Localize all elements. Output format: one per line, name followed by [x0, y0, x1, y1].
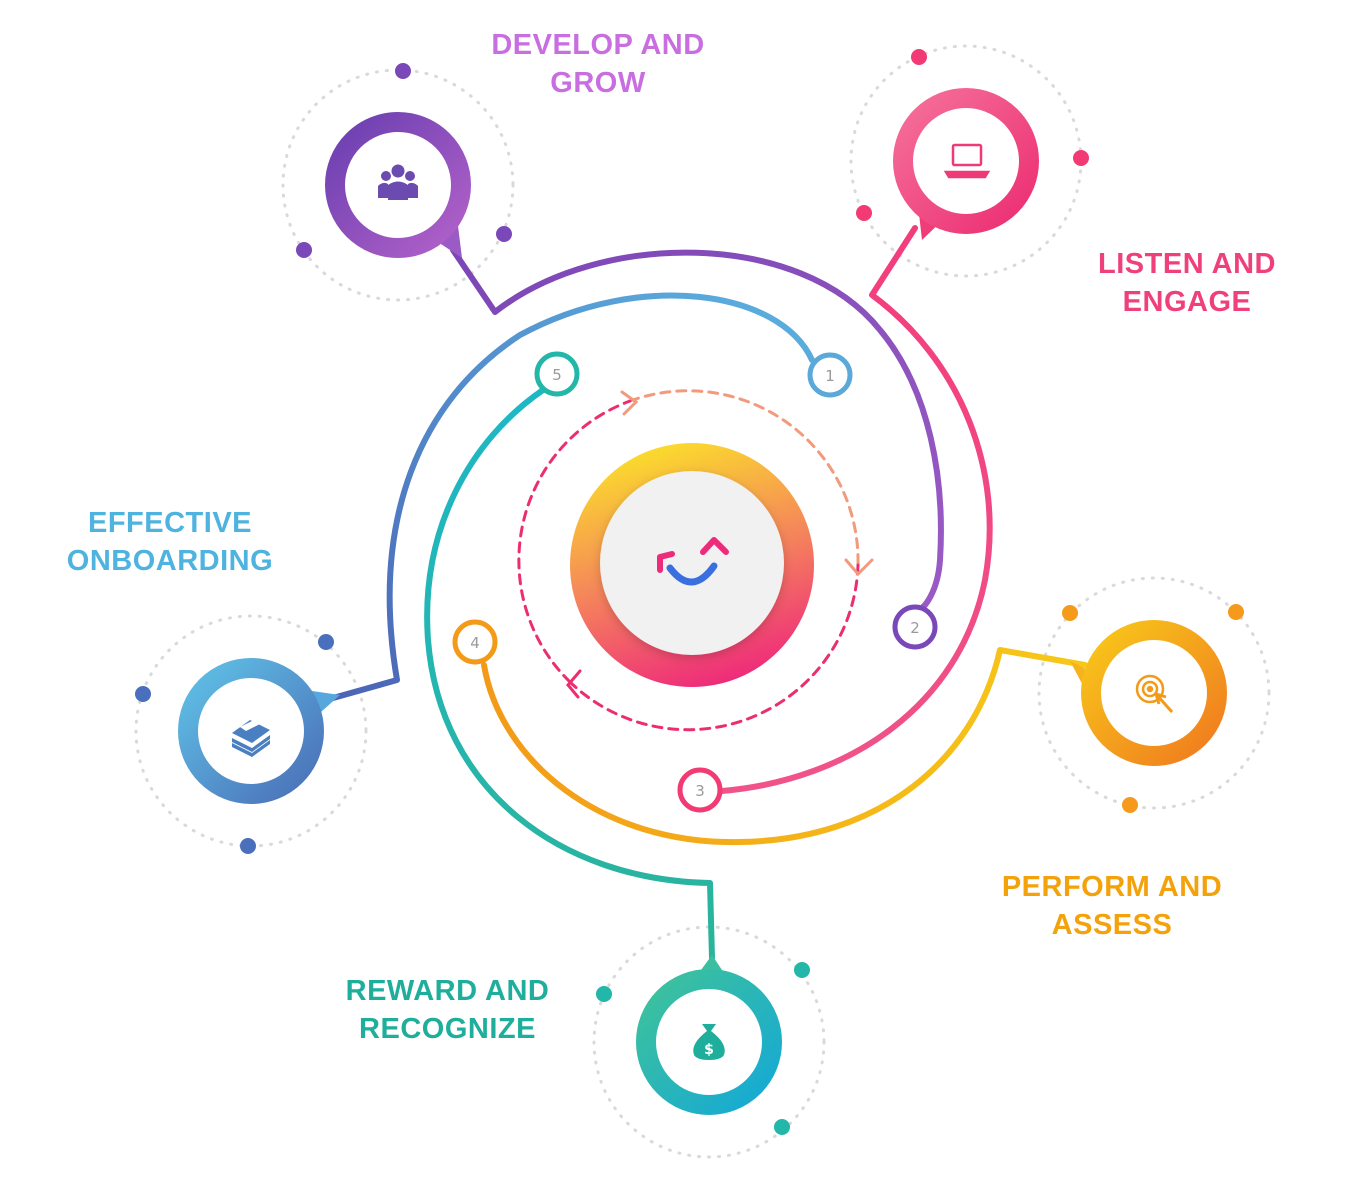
- orbit-dot: [911, 49, 927, 65]
- step-node-5[interactable]: 5: [534, 351, 580, 397]
- dashed-cycle: [517, 389, 874, 732]
- orbit-dot: [794, 962, 810, 978]
- stage-label-develop: DEVELOP AND GROW: [448, 26, 748, 102]
- connector-develop: [450, 247, 944, 615]
- orbit-dot: [135, 686, 151, 702]
- stage-label-line: ENGAGE: [1122, 286, 1252, 318]
- stage-label-line: RECOGNIZE: [359, 1013, 536, 1045]
- money-bag-icon: $: [693, 1024, 725, 1060]
- step-number: 4: [470, 634, 480, 652]
- step-nodes: 1 2 3 4 5: [452, 351, 938, 813]
- orbit-dot: [856, 205, 872, 221]
- orbit-dot: [596, 986, 612, 1002]
- stage-label-line: LISTEN AND: [1098, 248, 1276, 280]
- orbit-dot: [1122, 797, 1138, 813]
- smile-arrows-logo-icon: [657, 537, 729, 586]
- orbit-dot: [1228, 604, 1244, 620]
- step-node-1[interactable]: 1: [807, 352, 853, 398]
- dashed-arc-left: [517, 399, 632, 684]
- connector-perform: [481, 647, 1088, 846]
- dotted-orbits: [134, 44, 1271, 1159]
- connector-lines: [330, 225, 1088, 961]
- dashed-arc-top: [628, 389, 860, 567]
- target-icon: [1135, 674, 1174, 713]
- step-number: 1: [825, 367, 835, 385]
- orbit-dot: [395, 63, 411, 79]
- step-node-2[interactable]: 2: [892, 604, 938, 650]
- orbit-dot: [1062, 605, 1078, 621]
- step-number: 5: [552, 366, 562, 384]
- stage-label-line: EFFECTIVE: [87, 507, 252, 539]
- svg-text:$: $: [704, 1042, 714, 1058]
- cycle-arrowhead: [620, 390, 639, 416]
- people-icon: [378, 164, 418, 200]
- pin-develop[interactable]: [325, 112, 471, 258]
- stage-label-line: PERFORM AND: [1001, 871, 1223, 903]
- stage-label-line: ASSESS: [1051, 909, 1173, 941]
- stage-label-perform: PERFORM AND ASSESS: [972, 868, 1252, 944]
- stage-label-line: REWARD AND: [345, 975, 550, 1007]
- pin-listen[interactable]: [893, 88, 1039, 240]
- connector-listen: [719, 225, 993, 794]
- orbit-dot: [318, 634, 334, 650]
- cycle-arrowhead: [844, 558, 874, 577]
- orbit-dot: [240, 838, 256, 854]
- stage-label-listen: LISTEN AND ENGAGE: [1067, 245, 1307, 321]
- stage-label-line: GROW: [550, 67, 646, 99]
- orbit-dot: [774, 1119, 790, 1135]
- cycle-arrowhead: [566, 669, 582, 699]
- laptop-icon: [943, 143, 991, 179]
- pin-reward[interactable]: $: [636, 955, 782, 1115]
- orbit-dot: [496, 226, 512, 242]
- stage-label-line: DEVELOP AND: [491, 29, 705, 61]
- step-number: 2: [910, 619, 920, 637]
- center-hub[interactable]: [570, 443, 814, 687]
- stage-label-reward: REWARD AND RECOGNIZE: [310, 972, 585, 1048]
- step-node-3[interactable]: 3: [677, 767, 723, 813]
- book-icon: [232, 719, 270, 757]
- orbit-ring-perform: [1037, 576, 1271, 810]
- connector-onboarding: [330, 292, 815, 701]
- orbit-dot: [1073, 150, 1089, 166]
- pin-perform[interactable]: [1070, 620, 1227, 766]
- dashed-arc-bottom: [568, 563, 860, 732]
- orbit-dots: [135, 49, 1244, 1135]
- pin-onboarding[interactable]: [178, 658, 340, 804]
- connector-reward: [424, 387, 715, 961]
- stage-label-line: ONBOARDING: [66, 545, 274, 577]
- stage-label-onboarding: EFFECTIVE ONBOARDING: [35, 504, 305, 580]
- step-number: 3: [695, 782, 705, 800]
- orbit-dot: [296, 242, 312, 258]
- step-node-4[interactable]: 4: [452, 619, 498, 665]
